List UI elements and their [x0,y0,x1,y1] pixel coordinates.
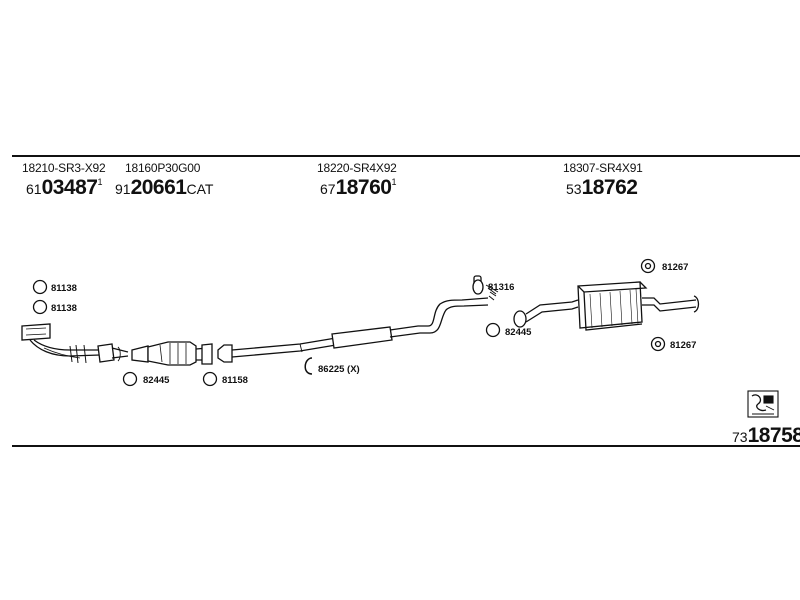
header-rule [12,155,800,157]
catalytic-converter [131,341,213,366]
front-pipe [21,323,129,364]
callout-label: 81316 [488,282,514,293]
ring-gasket-icon [485,322,501,338]
ring-gasket-icon [202,371,218,387]
clamp-symbol [304,357,313,375]
rubber-mount-icon [650,336,666,352]
order-number-middle-silencer: 67187601 [320,176,397,199]
callout-label: 82445 [505,327,532,338]
callout-label: 82445 [143,375,170,386]
order-number-front-pipe: 61034871 [26,176,103,199]
footer-rule [12,445,800,447]
ring-gasket-icon [32,279,48,295]
rear-silencer [513,281,700,331]
part-number-middle-silencer: 18220-SR4X92 [317,161,397,175]
callout-label: 81158 [222,375,248,386]
bolt-icon [472,279,484,295]
part-number-catalyst: 18160P30G00 [125,161,201,175]
rubber-mount-icon [640,258,656,274]
callout-label: 81138 [51,283,77,294]
kit-box-icon [747,390,779,418]
order-number-catalyst: 9120661CAT [115,176,214,199]
middle-pipe-silencer [217,297,489,363]
ring-gasket-icon [122,371,138,387]
order-number-complete-kit: 7318758 [732,424,800,447]
callout-label: 81267 [670,340,696,351]
part-number-rear-silencer: 18307-SR4X91 [563,161,643,175]
callout-label: 81138 [51,303,77,314]
ring-gasket-icon [32,299,48,315]
callout-label: 86225 (X) [318,364,360,375]
callout-label: 81267 [662,262,688,273]
part-number-front-pipe: 18210-SR3-X92 [22,161,106,175]
order-number-rear-silencer: 5318762 [566,176,638,199]
